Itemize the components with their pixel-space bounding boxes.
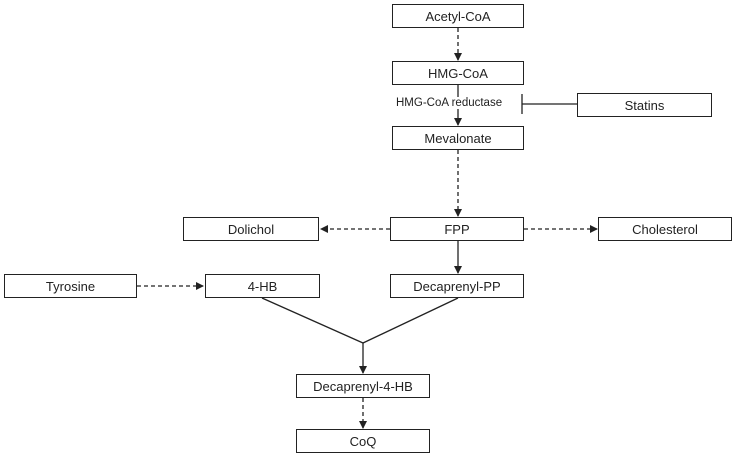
node-cholesterol: Cholesterol	[598, 217, 732, 241]
node-coq: CoQ	[296, 429, 430, 453]
node-hmg-coa: HMG-CoA	[392, 61, 524, 85]
node-tyrosine: Tyrosine	[4, 274, 137, 298]
node-statins: Statins	[577, 93, 712, 117]
node-mevalonate: Mevalonate	[392, 126, 524, 150]
node-dolichol: Dolichol	[183, 217, 319, 241]
enzyme-label-hmg-coa-reductase: HMG-CoA reductase	[394, 97, 505, 109]
node-fpp: FPP	[390, 217, 524, 241]
node-decaprenyl-pp: Decaprenyl-PP	[390, 274, 524, 298]
node-acetyl-coa: Acetyl-CoA	[392, 4, 524, 28]
node-decaprenyl-4-hb: Decaprenyl-4-HB	[296, 374, 430, 398]
edge-4-hb-to-merge	[261, 297, 364, 344]
edge-decaprenyl-pp-to-merge	[362, 297, 459, 344]
node-4-hb: 4-HB	[205, 274, 320, 298]
